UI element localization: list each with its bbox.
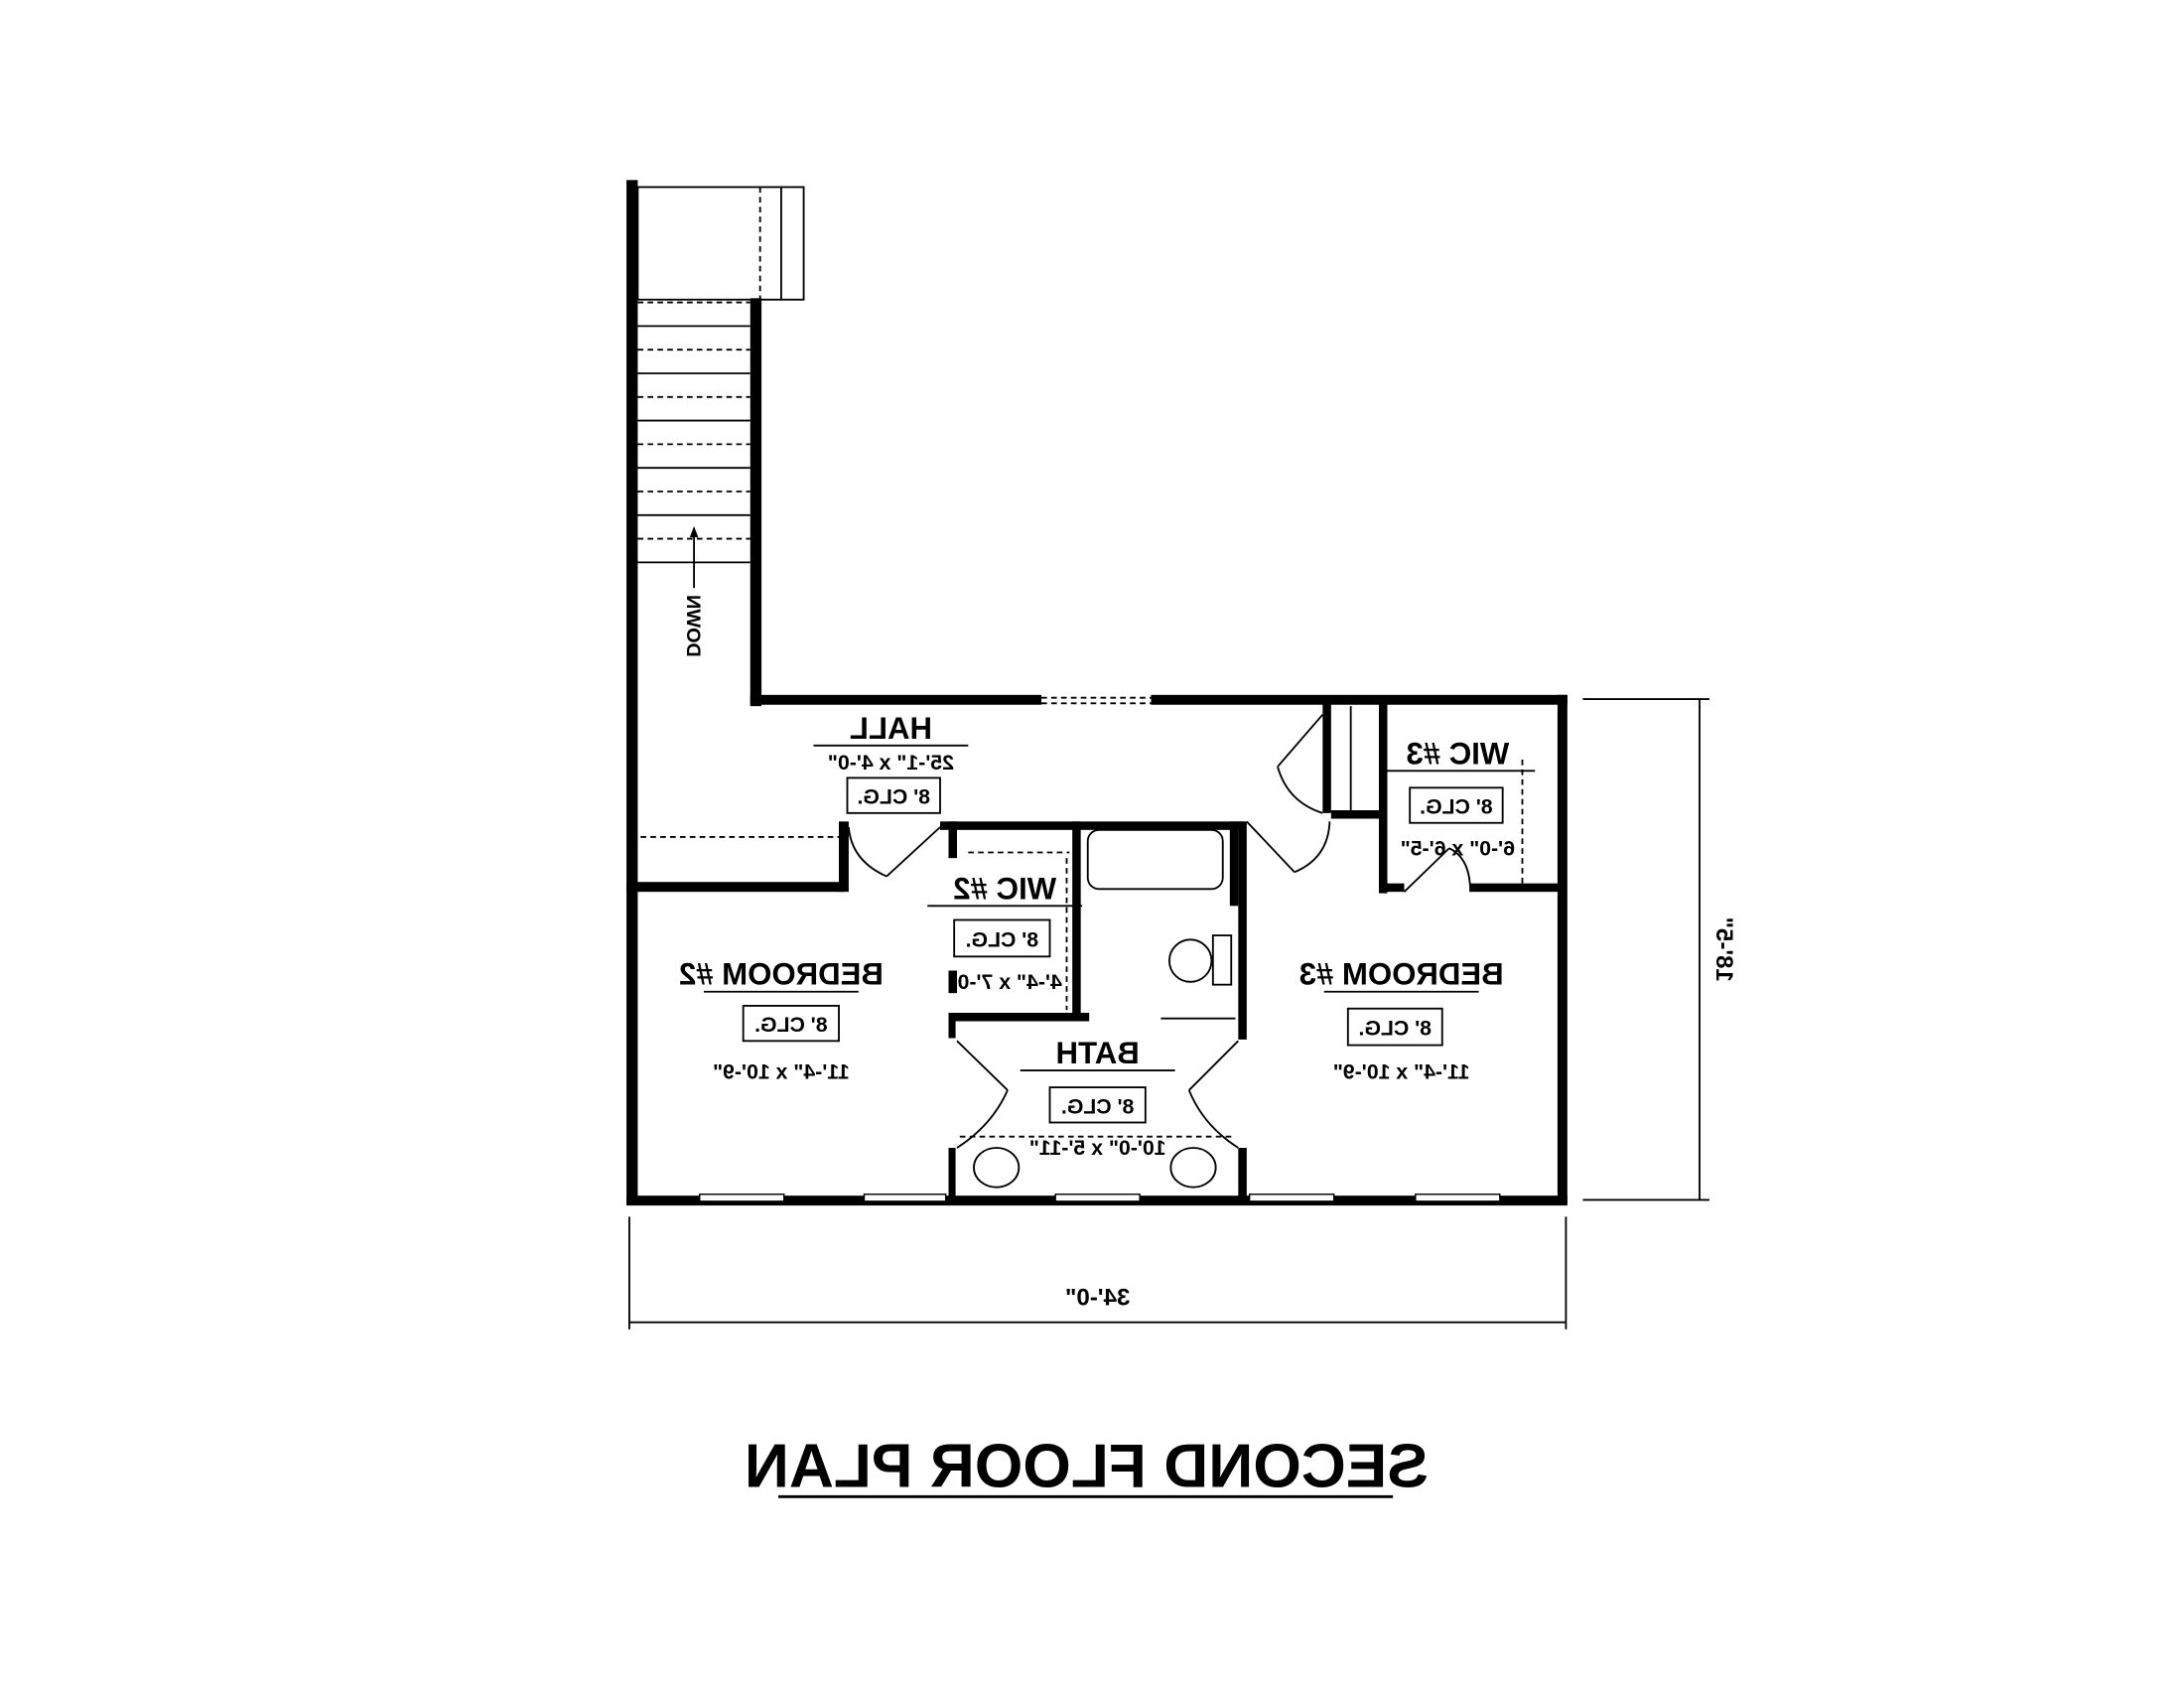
room-name-hall: HALL: [850, 711, 932, 746]
room-size-bedroom3: 11'-4" x 10'-9": [1333, 1060, 1470, 1084]
room-size-bath: 10'-0" x 5'-11": [1029, 1136, 1166, 1160]
stairs: DOWN: [636, 186, 805, 657]
ceiling-box: [742, 1004, 840, 1043]
room-name-wic3: WIC #3: [1406, 736, 1509, 771]
ceiling-box: [1346, 1007, 1443, 1047]
ceiling-height-wic2: 8' CLG.: [966, 927, 1039, 951]
bath-fixtures: [959, 828, 1236, 1189]
room-size-hall: 25'-1" x 4'-0": [828, 751, 954, 774]
depth-dimension: 18'-5": [1710, 917, 1737, 982]
ceiling-height-hall: 8' CLG.: [857, 785, 930, 809]
ceiling-box: [953, 918, 1051, 958]
stairs-down-label: DOWN: [682, 595, 704, 657]
doors[interactable]: [847, 714, 1472, 1149]
room-size-bedroom2: 11'-4" x 10'-9": [713, 1060, 850, 1084]
room-name-wic2: WIC #2: [953, 871, 1056, 906]
room-name-bedroom2: BEDROOM #2: [679, 957, 884, 992]
room-size-wic3: 6'-0" x 6'-5": [1401, 836, 1515, 860]
sink-icon: [973, 1147, 1021, 1189]
ceiling-height-bedroom3: 8' CLG.: [1359, 1017, 1433, 1041]
dimensions: 34'-0" 18'-5": [627, 698, 1737, 1330]
toilet-icon: [1167, 938, 1213, 983]
room-name-bath: BATH: [1056, 1036, 1140, 1070]
ceiling-height-bath: 8' CLG.: [1061, 1094, 1135, 1118]
windows: [699, 1194, 1501, 1202]
plan-title: SECOND FLOOR PLAN: [745, 1432, 1429, 1500]
room-name-bedroom3: BEDROOM #3: [1299, 957, 1504, 992]
ceiling-height-wic3: 8' CLG.: [1420, 795, 1493, 819]
width-dimension: 34'-0": [1065, 1285, 1130, 1312]
ceiling-box: [1048, 1086, 1147, 1124]
room-size-wic2: 4'-4" x 7'-0": [948, 970, 1062, 994]
ceiling-box: [1409, 786, 1504, 824]
ceiling-height-bedroom2: 8' CLG.: [754, 1013, 828, 1037]
sink-icon: [1169, 1147, 1217, 1189]
ceiling-box: [846, 776, 941, 814]
bathtub-icon: [1086, 828, 1224, 891]
